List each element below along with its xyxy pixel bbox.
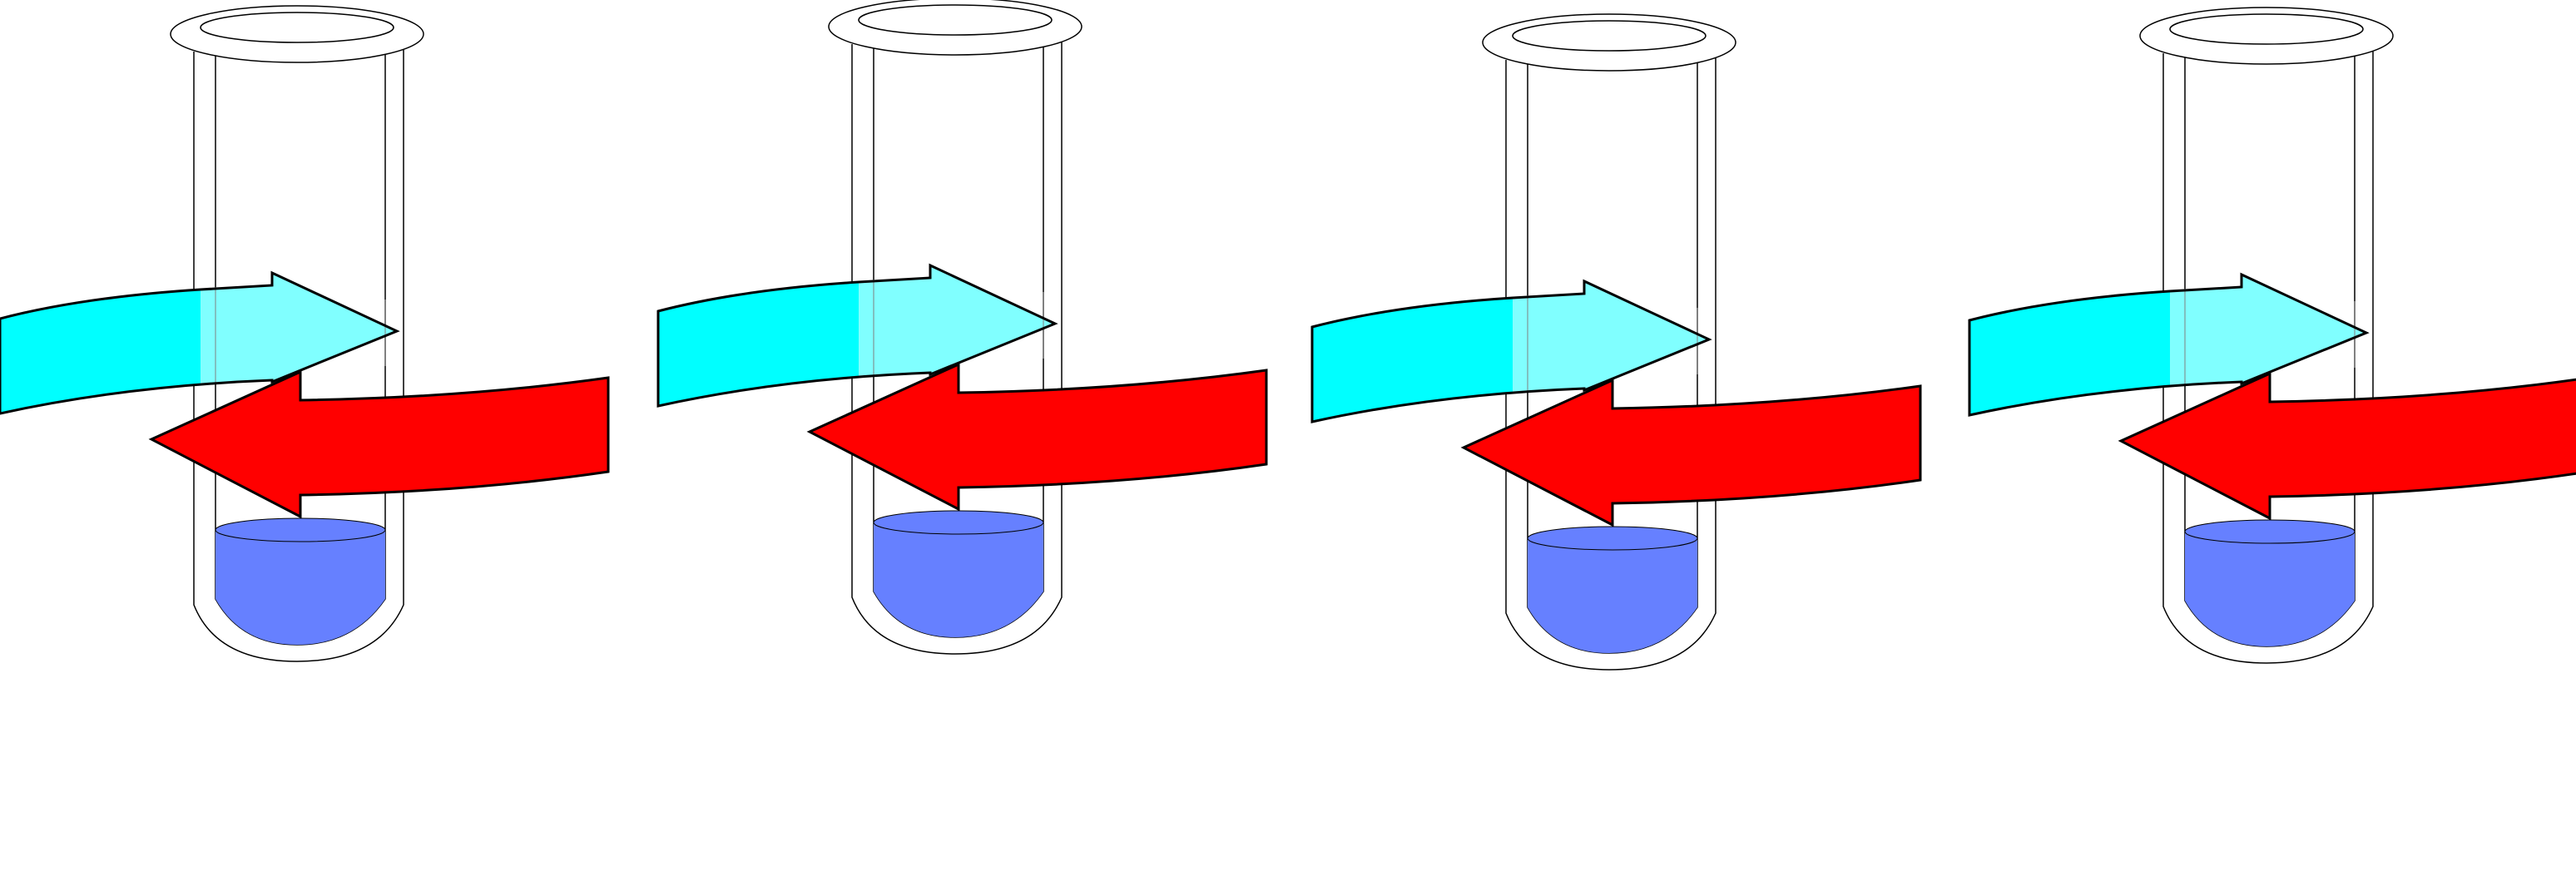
test-tube-group <box>1310 13 1922 671</box>
cyan-arrow-inside-tube <box>1513 281 1709 394</box>
tube-rim-inner <box>2169 13 2364 45</box>
tube-wall-through-arrow <box>1527 295 1698 391</box>
cyan-arrow-outline <box>1310 279 1712 423</box>
tube-outer-wall <box>193 50 404 662</box>
test-tube-group <box>0 5 610 662</box>
test-tube-group <box>656 0 1268 655</box>
red-arrow <box>148 369 610 519</box>
red-arrow <box>1460 378 1922 527</box>
cyan-arrow-outline <box>1968 272 2370 417</box>
test-tube-group <box>1968 7 2576 664</box>
tube-wall-through-arrow <box>2184 289 2356 384</box>
liquid-surface <box>2184 519 2356 544</box>
liquid-surface <box>873 510 1044 535</box>
liquid-surface <box>1527 526 1698 551</box>
tube-outer-wall <box>851 42 1063 655</box>
cyan-arrow-inside-tube <box>201 273 397 385</box>
tube-outer-wall <box>2162 52 2374 664</box>
cyan-arrow-inside-tube <box>2170 275 2366 387</box>
cyan-arrow-outline <box>0 270 400 415</box>
tube-rim-inner <box>858 4 1053 36</box>
red-arrow <box>2118 371 2576 521</box>
liquid-body <box>2185 532 2355 646</box>
liquid-body <box>874 522 1043 637</box>
tube-outer-wall <box>1505 58 1717 671</box>
liquid-surface <box>215 517 386 542</box>
cyan-arrow-inside-tube <box>859 265 1055 378</box>
red-arrow <box>806 362 1268 512</box>
tube-wall-through-arrow <box>215 287 386 383</box>
tube-rim-inner <box>200 12 394 43</box>
liquid-body <box>1528 538 1697 653</box>
liquid-body <box>215 530 385 645</box>
cyan-arrow-outline <box>656 263 1058 408</box>
tube-rim-inner <box>1512 20 1707 52</box>
tube-wall-through-arrow <box>873 280 1044 375</box>
